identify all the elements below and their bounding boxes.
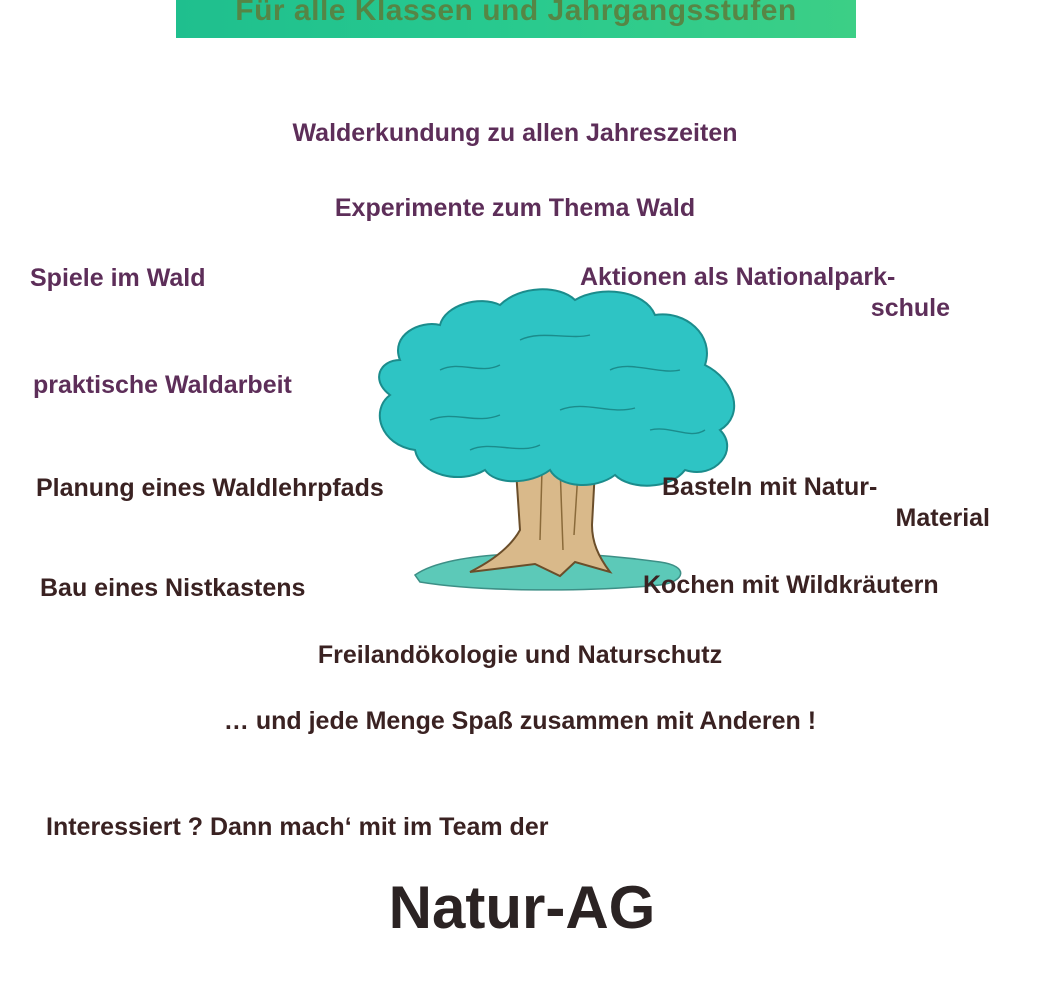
item-freiland: Freilandökologie und Naturschutz [317, 641, 723, 669]
item-basteln-line2: Material [895, 504, 990, 533]
item-experimente: Experimente zum Thema Wald [334, 194, 696, 222]
item-basteln: Basteln mit Natur- Material [662, 472, 990, 535]
item-spiele: Spiele im Wald [30, 264, 206, 292]
item-walderkundung: Walderkundung zu allen Jahreszeiten [292, 119, 738, 147]
item-planung: Planung eines Waldlehrpfads [36, 474, 384, 502]
item-basteln-line1: Basteln mit Natur- [662, 473, 878, 501]
page-title: Natur-AG [388, 874, 656, 941]
item-waldarbeit: praktische Waldarbeit [33, 371, 292, 399]
item-kochen: Kochen mit Wildkräutern [643, 571, 939, 599]
item-aktionen-line1: Aktionen als Nationalpark- [580, 263, 896, 291]
tree-icon [378, 288, 736, 591]
item-aktionen-line2: schule [870, 294, 950, 323]
item-nistkasten: Bau eines Nistkastens [40, 574, 306, 602]
call-to-action: Interessiert ? Dann mach‘ mit im Team de… [46, 813, 549, 841]
header-banner: Für alle Klassen und Jahrgangsstufen [176, 0, 856, 38]
banner-text: Für alle Klassen und Jahrgangsstufen [235, 0, 797, 27]
item-spass: … und jede Menge Spaß zusammen mit Ander… [223, 707, 817, 735]
item-aktionen: Aktionen als Nationalpark- schule [580, 262, 950, 325]
